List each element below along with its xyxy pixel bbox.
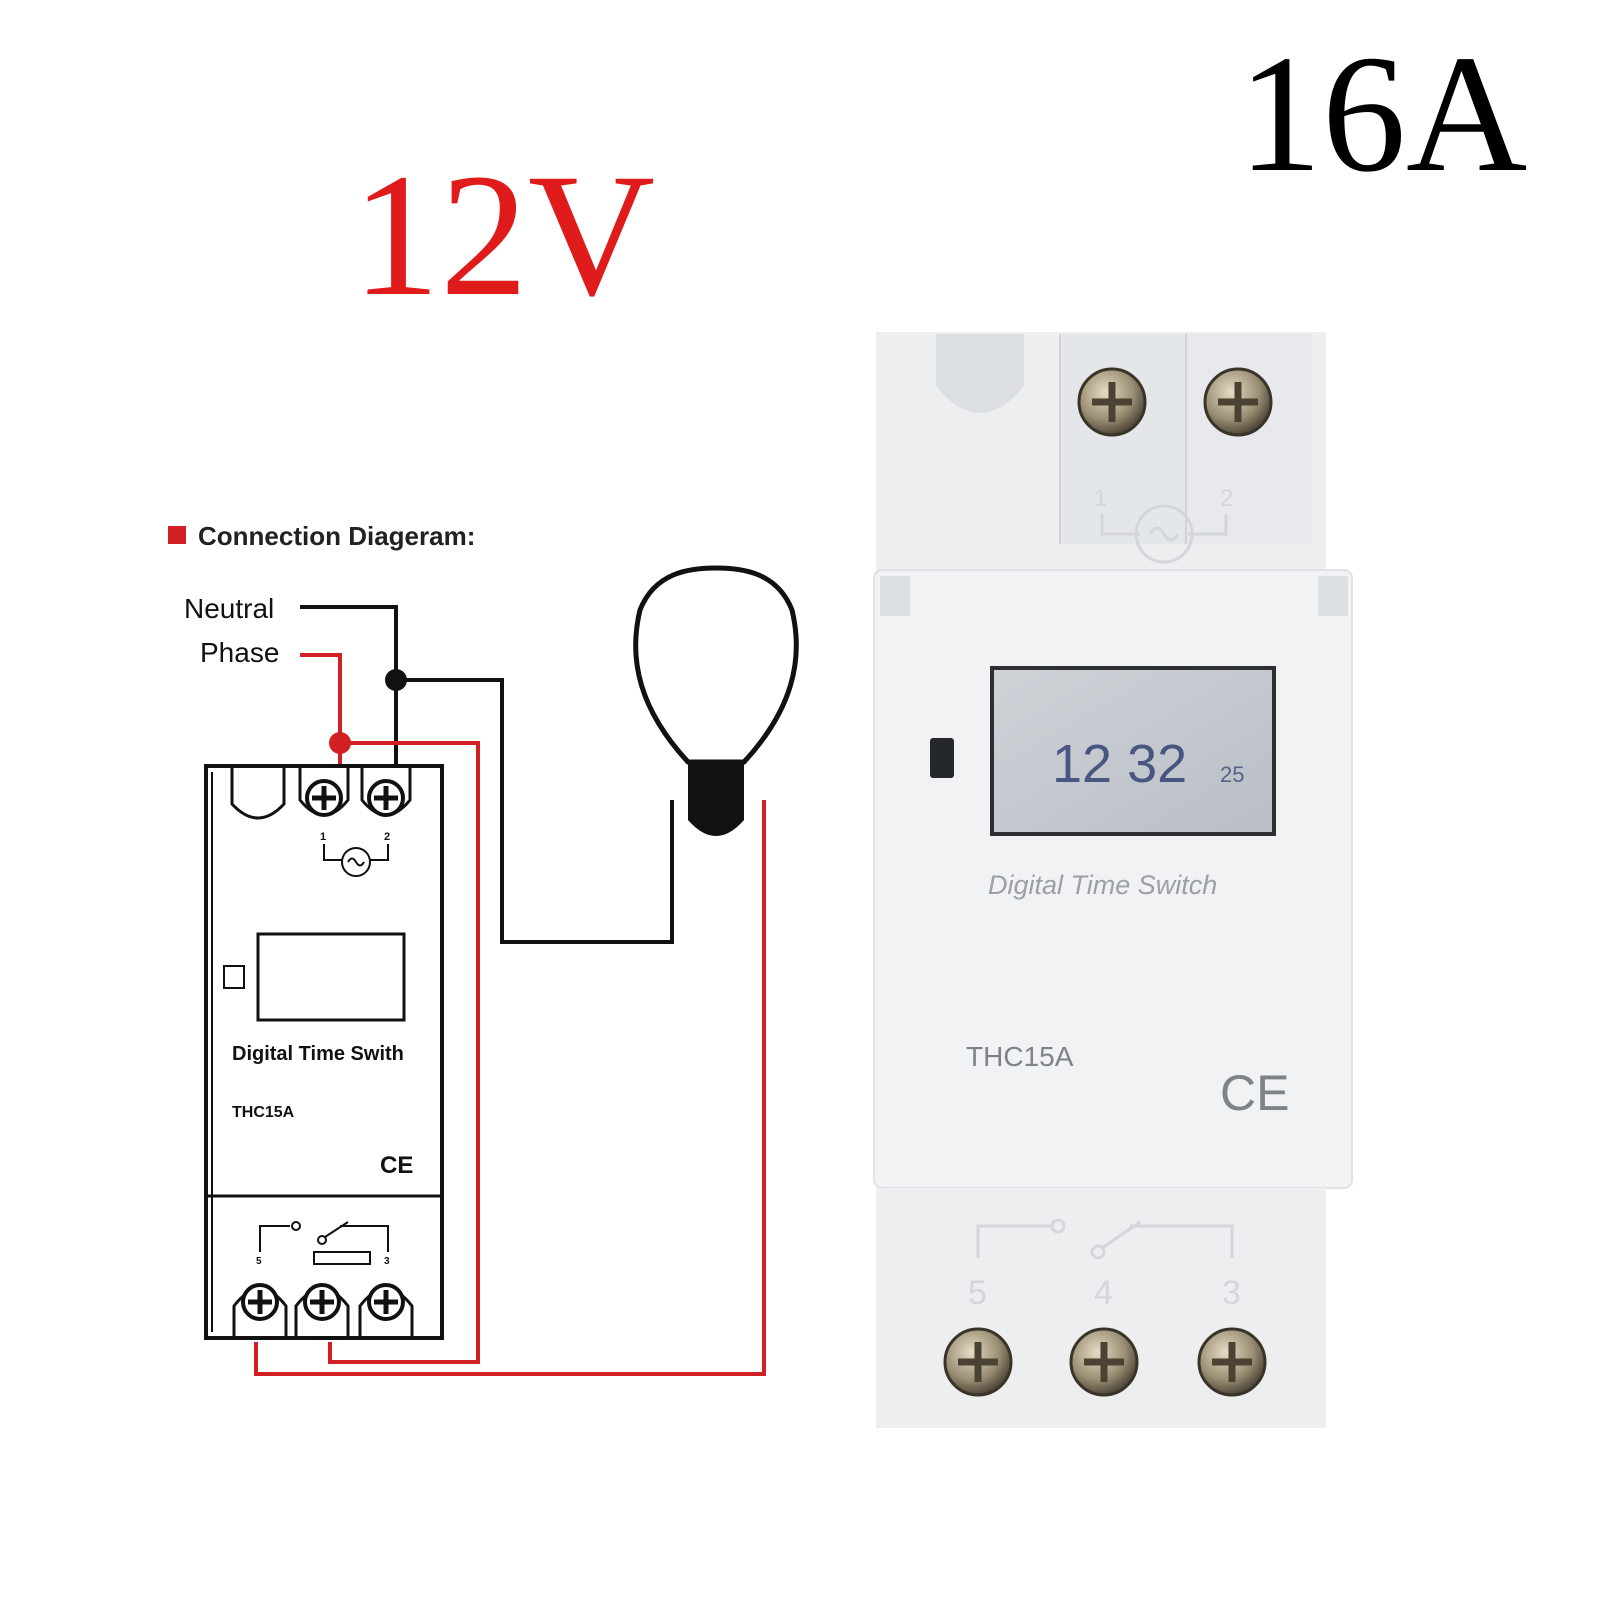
lamp-icon	[633, 565, 799, 836]
diagram-model: THC15A	[232, 1104, 295, 1121]
product-top-terminal-1: 1	[1094, 485, 1107, 512]
terminal-2-label: 2	[384, 831, 390, 843]
product-screw-3-icon	[1197, 1327, 1267, 1397]
terminal-1-label: 1	[320, 831, 326, 843]
product-top-terminal-2: 2	[1220, 485, 1233, 512]
product-ce-mark: CE	[1220, 1065, 1289, 1121]
product-bottom-terminal-4: 4	[1094, 1274, 1113, 1312]
diagram-ce-mark: CE	[380, 1152, 413, 1179]
product-model: THC15A	[966, 1041, 1074, 1072]
phase-label: Phase	[200, 637, 279, 668]
connection-diagram: Connection Diageram: Neutral Phase 1 2	[168, 521, 799, 1376]
diagram-device-name: Digital Time Swith	[232, 1043, 404, 1065]
product-screw-4-icon	[1069, 1327, 1139, 1397]
diagram-device: 1 2 Digital Time Swith THC15A CE 5 3	[204, 764, 444, 1340]
terminal-3-label: 3	[384, 1256, 390, 1267]
product-lcd-seconds: 25	[1220, 762, 1244, 787]
product-lcd	[990, 666, 1276, 836]
phase-junction	[329, 732, 351, 754]
diagram-title: Connection Diageram:	[198, 521, 475, 551]
product-bottom-terminal-5: 5	[968, 1274, 987, 1312]
product-screw-5-icon	[943, 1327, 1013, 1397]
neutral-label: Neutral	[184, 593, 274, 624]
product-photo: 1 2 12 32 25 Digital Time Switch THC15A …	[873, 332, 1353, 1428]
product-device-name: Digital Time Switch	[988, 870, 1217, 900]
product-supply-mark	[1100, 504, 1228, 564]
product-screw-1-icon	[1077, 367, 1147, 437]
voltage-label: 12V	[352, 138, 656, 333]
relay-coil	[313, 1251, 371, 1265]
diagram-lcd	[256, 932, 406, 1022]
relay-contact-symbol	[259, 1221, 389, 1252]
product-set-button	[930, 738, 954, 778]
terminal-5-label: 5	[256, 1256, 262, 1267]
title-bullet-icon	[168, 526, 186, 544]
product-relay-mark	[976, 1218, 1234, 1260]
product-bottom-terminal-3: 3	[1222, 1274, 1241, 1312]
neutral-wire	[300, 605, 674, 944]
product-screw-2-icon	[1203, 367, 1273, 437]
product-lcd-time: 12 32	[1052, 734, 1187, 794]
neutral-junction	[385, 669, 407, 691]
diagram-button	[223, 965, 245, 989]
current-label: 16A	[1238, 21, 1528, 207]
